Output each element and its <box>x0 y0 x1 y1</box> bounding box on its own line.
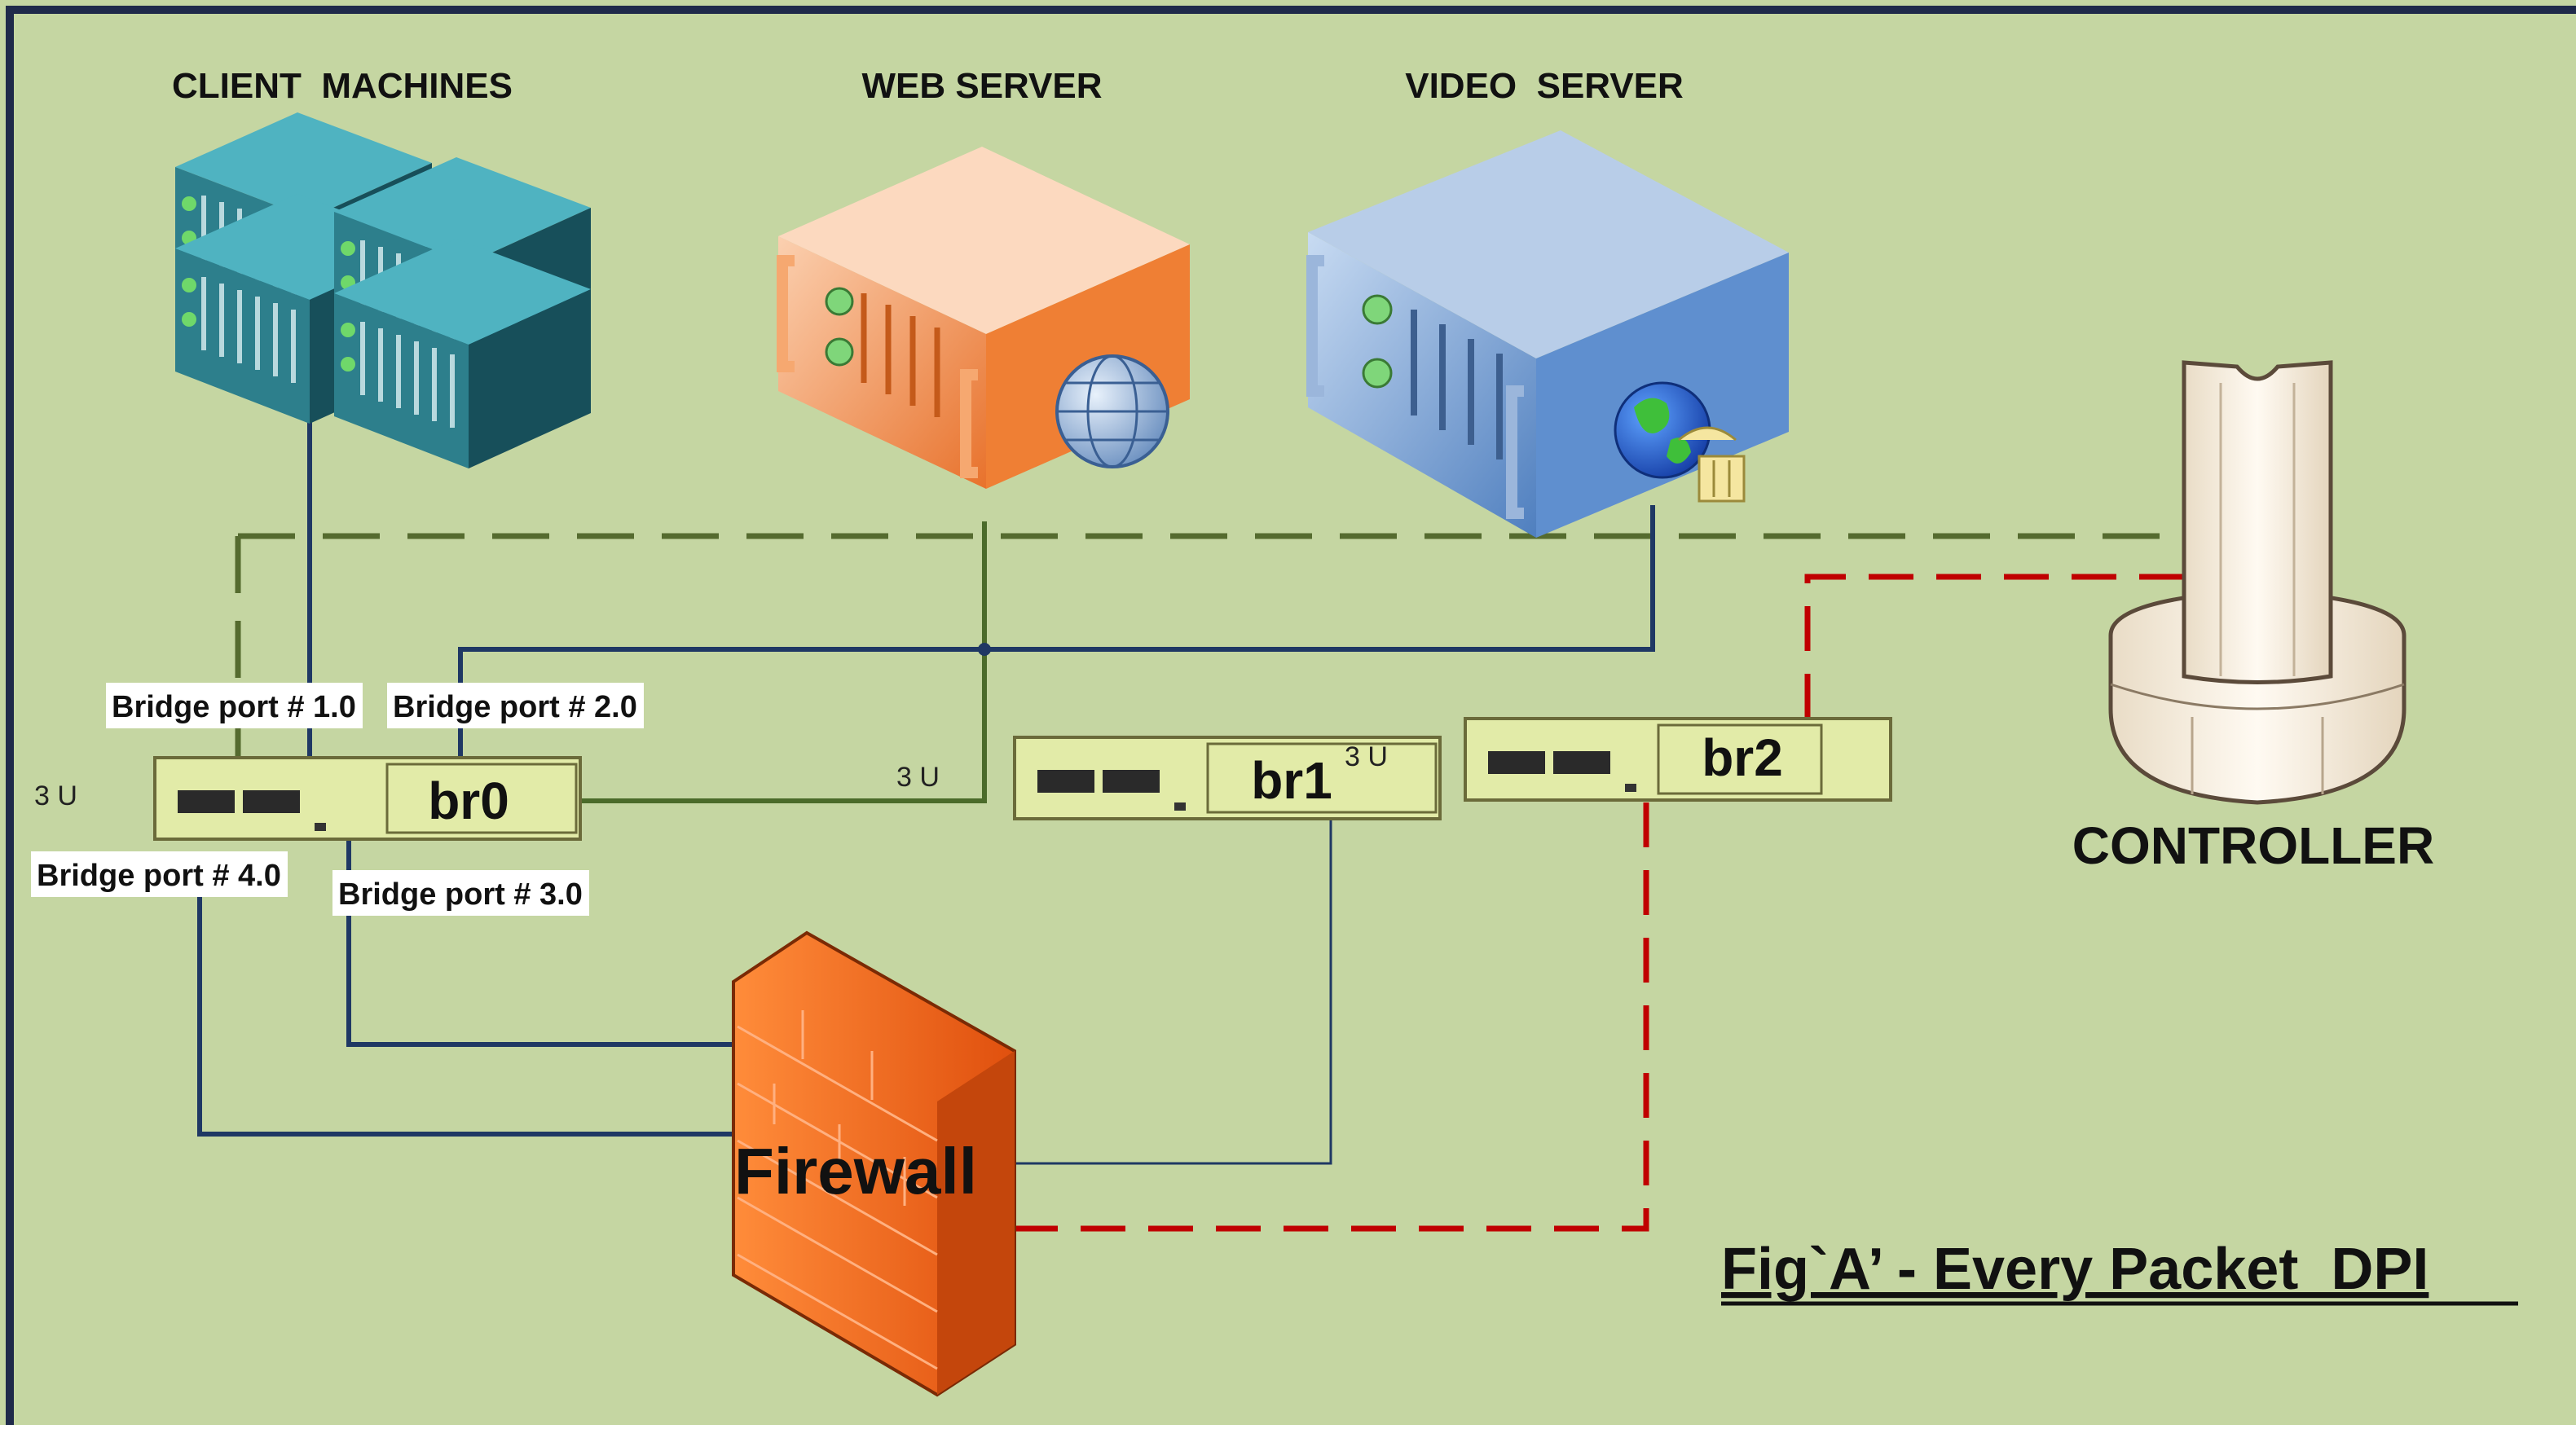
figure-caption: Fig`A’ - Every Packet DPI <box>1721 1237 2428 1302</box>
br1-firewall-link <box>1015 819 1332 1165</box>
video-server-icon <box>1306 130 1789 538</box>
port-label-1-text: Bridge port # 1.0 <box>112 690 356 724</box>
port-block <box>1037 770 1160 793</box>
port-block <box>178 790 300 813</box>
controller-label: CONTROLLER <box>2072 816 2434 875</box>
rack-unit-label: 3 U <box>896 762 940 793</box>
port-label-2-text: Bridge port # 2.0 <box>393 690 637 724</box>
port-label-3: Bridge port # 3.0 <box>332 870 589 916</box>
port-label-4-text: Bridge port # 4.0 <box>37 859 281 893</box>
rack-unit-label: 3 U <box>34 780 77 811</box>
film-reel-icon <box>1678 426 1746 503</box>
bridge-br1-label: br1 <box>1251 751 1332 810</box>
firewall-label: Firewall <box>734 1135 977 1207</box>
bridge-br0-label: br0 <box>428 772 509 830</box>
diagram-frame <box>6 6 2576 1429</box>
green-links <box>580 521 987 803</box>
bridge-br1: br1 <box>1013 736 1442 820</box>
web-server-icon <box>777 147 1190 489</box>
client-machines-label: CLIENT MACHINES <box>172 66 513 106</box>
bridge-br0: br0 <box>153 756 582 841</box>
controller-tower-icon <box>2108 360 2406 805</box>
management-dashed-line <box>235 533 2200 774</box>
bridge-br2: br2 <box>1464 717 1892 802</box>
rack-unit-label: 3 U <box>1345 741 1388 772</box>
brick-wall-icon <box>732 930 1016 1397</box>
video-server-label: VIDEO SERVER <box>1405 66 1684 106</box>
port-label-1: Bridge port # 1.0 <box>106 683 363 728</box>
web-server-label: WEB SERVER <box>861 66 1102 106</box>
server-stack-icon <box>175 112 591 468</box>
bridge-br2-label: br2 <box>1702 728 1783 787</box>
port-label-4: Bridge port # 4.0 <box>31 851 288 897</box>
port-label-3-text: Bridge port # 3.0 <box>338 877 583 912</box>
link-junction <box>978 643 991 656</box>
port-label-2: Bridge port # 2.0 <box>387 683 644 728</box>
port-block <box>1488 751 1610 774</box>
